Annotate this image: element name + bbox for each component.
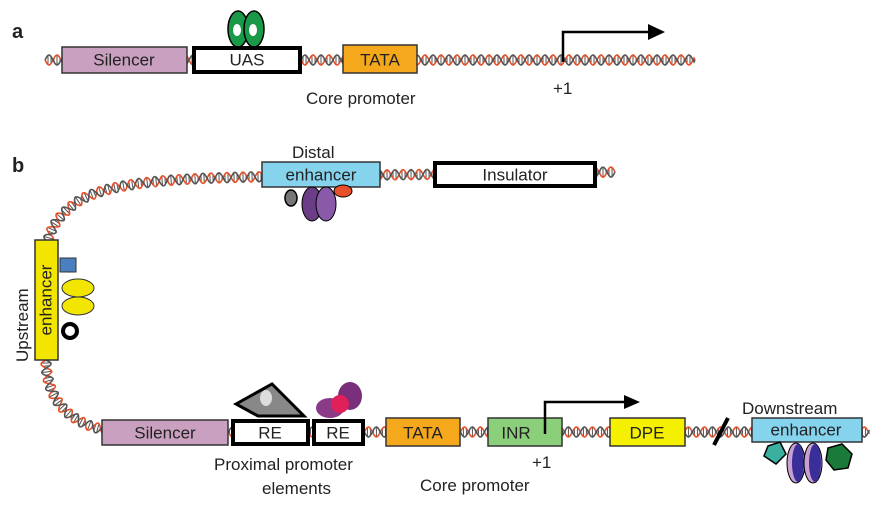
transcription-start-arrow-icon — [561, 24, 665, 62]
re-label-2: RE — [326, 424, 350, 443]
uas-label: UAS — [230, 51, 265, 70]
tss-label-b: +1 — [532, 453, 551, 472]
re-binding-protein-blob-icon — [316, 382, 362, 418]
silencer-label-a: Silencer — [93, 51, 155, 70]
insulator-box — [433, 161, 597, 188]
dpe-box — [609, 417, 686, 447]
activator-protein-icon — [227, 10, 265, 48]
upstream-protein-complex-icon — [59, 257, 95, 340]
tata-box-a — [342, 44, 418, 74]
distal-label: Distal — [292, 143, 335, 162]
silencer-box-b — [101, 419, 229, 446]
transcription-start-arrow-icon-b — [543, 395, 640, 434]
re-box-2 — [312, 419, 365, 446]
panel-a-label: a — [12, 21, 24, 43]
distal-protein-complex-icon — [284, 184, 353, 222]
proximal-elements-label: elements — [262, 479, 331, 498]
distal-enhancer-box — [261, 161, 381, 188]
re-box-1 — [231, 419, 310, 446]
re-label-1: RE — [258, 424, 282, 443]
break-slash-icon — [712, 417, 730, 446]
tata-label-b: TATA — [403, 424, 443, 443]
upstream-label: Upstream — [13, 288, 32, 362]
downstream-label: Downstream — [742, 399, 837, 418]
distal-enhancer-label: enhancer — [286, 166, 357, 185]
dpe-label: DPE — [630, 424, 665, 443]
core-promoter-label-a: Core promoter — [306, 89, 416, 108]
inr-label: INR — [501, 424, 530, 443]
upstream-enhancer-label: enhancer — [37, 264, 56, 335]
downstream-protein-complex-icon — [763, 441, 853, 484]
tss-label-a: +1 — [553, 79, 572, 98]
uas-box — [192, 46, 302, 74]
re-binding-protein-triangle-icon — [232, 382, 308, 418]
panel-b-label: b — [12, 155, 24, 177]
inr-box — [487, 417, 563, 447]
downstream-enhancer-label: enhancer — [771, 421, 842, 440]
upstream-enhancer-box — [34, 239, 59, 361]
tata-label-a: TATA — [360, 51, 400, 70]
silencer-label-b: Silencer — [134, 424, 196, 443]
silencer-box-a — [61, 46, 188, 74]
insulator-label: Insulator — [482, 166, 548, 185]
dna-helix — [40, 54, 871, 438]
downstream-enhancer-box — [751, 417, 863, 443]
tata-box-b — [385, 417, 461, 447]
proximal-promoter-label: Proximal promoter — [214, 455, 353, 474]
core-promoter-label-b: Core promoter — [420, 476, 530, 495]
